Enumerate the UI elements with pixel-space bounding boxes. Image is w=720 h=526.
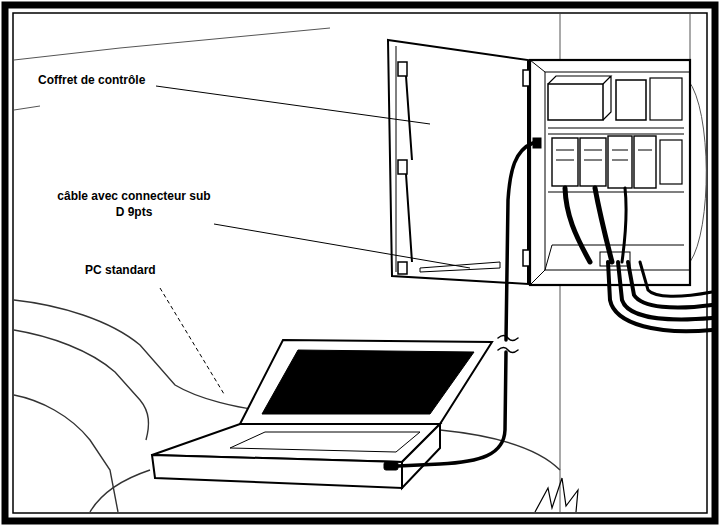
laptop-screen — [262, 350, 474, 414]
frame — [5, 5, 715, 521]
terminal-detail — [556, 150, 652, 160]
serial-port — [384, 462, 398, 470]
background-lines — [14, 14, 706, 512]
wall-line — [560, 285, 561, 512]
wall-line — [14, 28, 330, 60]
floor-plate — [545, 245, 684, 270]
field-cables — [565, 188, 712, 331]
laptop-lid — [240, 340, 492, 424]
terminal-module — [660, 140, 682, 184]
car-pillar — [14, 330, 148, 440]
leader-line — [160, 288, 224, 394]
pole-line — [690, 14, 691, 60]
outer-cable — [640, 262, 712, 296]
laptop-front — [152, 455, 402, 488]
cable-upper — [506, 143, 533, 340]
wall-line — [14, 106, 40, 110]
serial-cable — [398, 143, 533, 466]
car-outline — [14, 300, 560, 512]
terminal-module — [634, 136, 656, 188]
power-supply-top — [548, 76, 611, 120]
car-windshield — [14, 300, 260, 410]
leader-lines — [156, 86, 470, 394]
cable-lower — [398, 352, 506, 466]
laptop-keyboard — [230, 432, 420, 452]
inner-cable — [622, 188, 626, 262]
outer-cable — [608, 262, 712, 331]
car-door — [14, 395, 118, 512]
door-edge — [396, 46, 397, 272]
door-latch — [398, 62, 407, 76]
inner-frame — [13, 13, 707, 513]
din-rail — [548, 191, 684, 192]
module — [650, 78, 682, 120]
leader-line — [214, 224, 470, 268]
cabinet-body — [530, 60, 690, 285]
wall-line — [560, 14, 561, 62]
inner-cable — [595, 188, 612, 262]
cable-break — [498, 336, 518, 353]
door-rod — [406, 76, 412, 262]
door-latch — [398, 262, 407, 274]
terminal-module — [608, 136, 632, 188]
leader-line — [156, 86, 430, 124]
callout-label: PC standard — [83, 262, 158, 278]
cabinet-depth — [530, 60, 690, 285]
outer-cable — [628, 262, 712, 308]
terminal-module — [580, 138, 606, 186]
module — [616, 80, 646, 120]
power-supply — [548, 84, 603, 120]
callout-label: Coffret de contrôle — [36, 72, 147, 88]
car-fender — [90, 470, 150, 512]
control-cabinet — [530, 60, 690, 285]
inner-cable — [565, 188, 590, 262]
callout-label: câble avec connecteur sub D 9pts — [52, 188, 216, 220]
din-rail — [548, 128, 684, 134]
outer-cable — [618, 262, 712, 319]
grass-tuft — [535, 478, 578, 512]
laptop — [152, 340, 492, 488]
laptop-side — [402, 424, 440, 488]
door-latch — [398, 160, 407, 174]
terminal-module — [552, 138, 578, 186]
grass — [535, 478, 578, 512]
gland-plate — [600, 252, 630, 266]
door-pocket — [420, 262, 500, 272]
